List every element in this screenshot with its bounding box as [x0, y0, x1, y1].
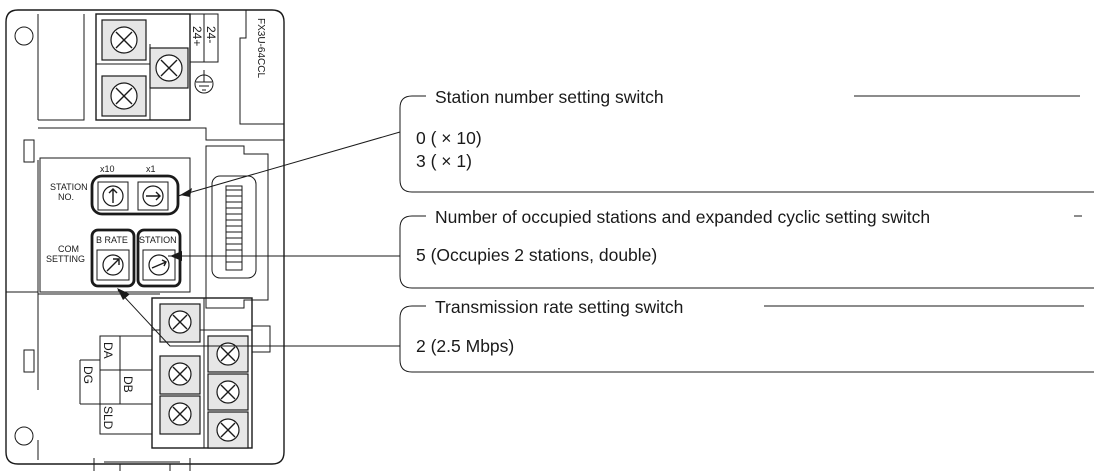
screw-icon [168, 362, 192, 386]
terminal-24minus-label: 24- [204, 26, 218, 43]
callout-value: 5 (Occupies 2 stations, double) [416, 245, 657, 265]
ground-icon [194, 70, 214, 94]
callout-title: Station number setting switch [435, 87, 664, 107]
mounting-hole-top [14, 26, 34, 46]
b-rate-rotary-switch[interactable] [102, 254, 124, 276]
model-label: FX3U-64CCL [255, 18, 266, 78]
mounting-hole-bottom [14, 426, 34, 446]
side-latch [23, 349, 35, 373]
side-latch [23, 139, 35, 163]
terminal-24plus-label: 24+ [190, 26, 204, 46]
com-setting-label-2: SETTING [46, 254, 85, 264]
screw-icon [110, 26, 138, 54]
callout-value: 2 (2.5 Mbps) [416, 336, 514, 356]
station-x10-rotary-switch[interactable] [102, 185, 124, 207]
callout-title: Transmission rate setting switch [435, 297, 683, 317]
callout-title: Number of occupied stations and expanded… [435, 207, 930, 227]
terminal-da-label: DA [101, 342, 115, 359]
station-number-switch-group [90, 174, 180, 216]
station-x1-rotary-switch[interactable] [142, 185, 164, 207]
screw-icon [155, 54, 183, 82]
setting-panel [39, 157, 191, 293]
module-body [5, 9, 285, 471]
terminal-dg-label: DG [81, 366, 95, 384]
leader-lines [117, 131, 401, 347]
station-count-rotary-switch[interactable] [148, 254, 170, 276]
station-count-label: STATION [139, 235, 177, 245]
callout-value: 3 ( × 1) [416, 151, 472, 171]
x1-label: x1 [146, 164, 156, 174]
screw-icon [216, 418, 240, 442]
b-rate-switch-box [90, 228, 136, 288]
power-terminal-block [95, 13, 219, 121]
screw-icon [110, 82, 138, 110]
terminal-db-label: DB [121, 376, 135, 393]
callout-value: 0 ( × 10) [416, 128, 482, 148]
station-no-label-1: STATION [50, 182, 88, 192]
callout-station-number [399, 95, 1094, 193]
b-rate-label: B RATE [96, 235, 128, 245]
screw-icon [216, 342, 240, 366]
comm-terminal-labels [79, 335, 153, 435]
com-setting-label-1: COM [58, 244, 79, 254]
screw-icon [168, 402, 192, 426]
x10-label: x10 [100, 164, 115, 174]
callout-occupied-stations [399, 215, 1094, 289]
screw-icon [168, 310, 192, 334]
callout-transmission-rate [399, 305, 1094, 373]
terminal-sld-label: SLD [101, 406, 115, 430]
screw-icon [216, 380, 240, 404]
extension-connector [205, 145, 269, 309]
station-no-label-2: NO. [58, 192, 74, 202]
